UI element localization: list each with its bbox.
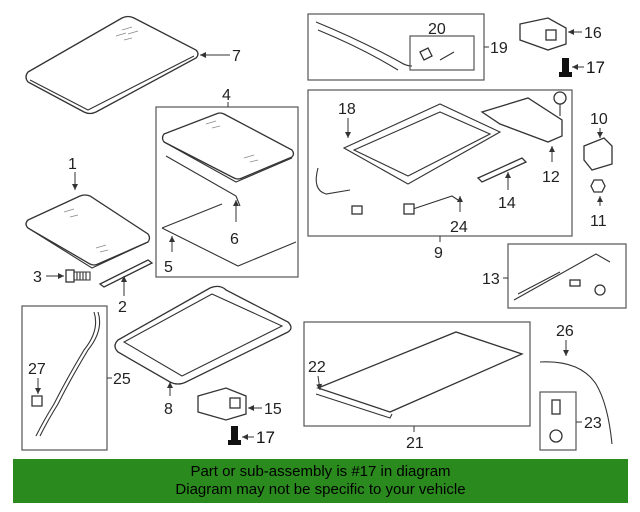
assembly-box-13 (507, 243, 627, 309)
callout-20: 20 (428, 21, 446, 38)
assembly-box-23 (539, 391, 577, 451)
callout-12: 12 (542, 169, 560, 186)
nut-part-11[interactable] (590, 179, 606, 206)
callout-25: 25 (113, 371, 131, 388)
assembly-box-4 (155, 106, 299, 278)
clip-part-27[interactable] (31, 378, 43, 407)
callout-5: 5 (164, 259, 173, 276)
callout-18: 18 (338, 101, 356, 118)
glass-panel-part-7[interactable] (25, 15, 230, 115)
glass-part-4[interactable] (161, 112, 295, 183)
callout-21: 21 (406, 435, 424, 452)
callout-15: 15 (264, 401, 282, 418)
banner-line-2: Diagram may not be specific to your vehi… (175, 481, 466, 498)
drain-tube-part-26[interactable] (539, 340, 613, 445)
callout-17-upper: 17 (586, 58, 605, 77)
callout-16: 16 (584, 25, 602, 42)
bolt-part-17-upper[interactable] (559, 58, 584, 77)
callout-1: 1 (68, 156, 77, 173)
callout-22: 22 (308, 359, 326, 376)
callout-13: 13 (482, 271, 500, 288)
callout-14: 14 (498, 195, 516, 212)
callout-9: 9 (434, 245, 443, 262)
strip-part-2[interactable] (98, 259, 154, 296)
rail-part-12[interactable] (480, 97, 563, 143)
callout-23: 23 (584, 415, 602, 432)
mechanism-part-13[interactable] (513, 253, 611, 301)
assembly-box-20 (409, 35, 475, 71)
callout-24: 24 (450, 219, 468, 236)
frame-part-9[interactable] (315, 103, 502, 195)
callout-26: 26 (556, 323, 574, 340)
callout-10: 10 (590, 111, 608, 128)
callout-8: 8 (164, 401, 173, 418)
seal-part-5[interactable] (161, 203, 297, 267)
bolt-part-17-lower[interactable] (228, 426, 254, 445)
info-banner: Part or sub-assembly is #17 in diagram D… (13, 459, 628, 503)
callout-17-lower: 17 (256, 428, 275, 447)
seal-ring-part-8[interactable] (114, 285, 292, 396)
sunshade-part-1[interactable] (25, 172, 151, 269)
clip-kit-part-20[interactable] (419, 47, 455, 61)
callout-27: 27 (28, 361, 46, 378)
callout-4: 4 (222, 87, 231, 104)
bracket-part-10[interactable] (583, 128, 613, 171)
callout-11: 11 (590, 213, 607, 230)
bolt-part-3[interactable] (46, 269, 91, 283)
deflector-part-19[interactable] (315, 21, 413, 71)
fastener-part-23[interactable] (549, 399, 563, 443)
guide-part-14[interactable] (476, 157, 528, 183)
assembly-box-25 (21, 305, 108, 451)
callout-19: 19 (490, 40, 508, 57)
callout-6: 6 (230, 231, 239, 248)
screw-part-9[interactable] (553, 91, 567, 116)
headliner-part-21[interactable] (315, 331, 524, 419)
motor-part-16[interactable] (519, 17, 582, 51)
cable-part-24[interactable] (403, 195, 459, 215)
callout-2: 2 (118, 299, 127, 316)
banner-line-1: Part or sub-assembly is #17 in diagram (190, 463, 451, 480)
motor-part-15[interactable] (197, 387, 262, 421)
seal-part-6[interactable] (165, 155, 241, 222)
callout-7: 7 (232, 48, 241, 65)
clip-part-9[interactable] (351, 205, 363, 215)
callout-3: 3 (33, 269, 42, 286)
drain-hose-part-25[interactable] (35, 311, 101, 437)
assembly-box-21 (303, 321, 531, 427)
